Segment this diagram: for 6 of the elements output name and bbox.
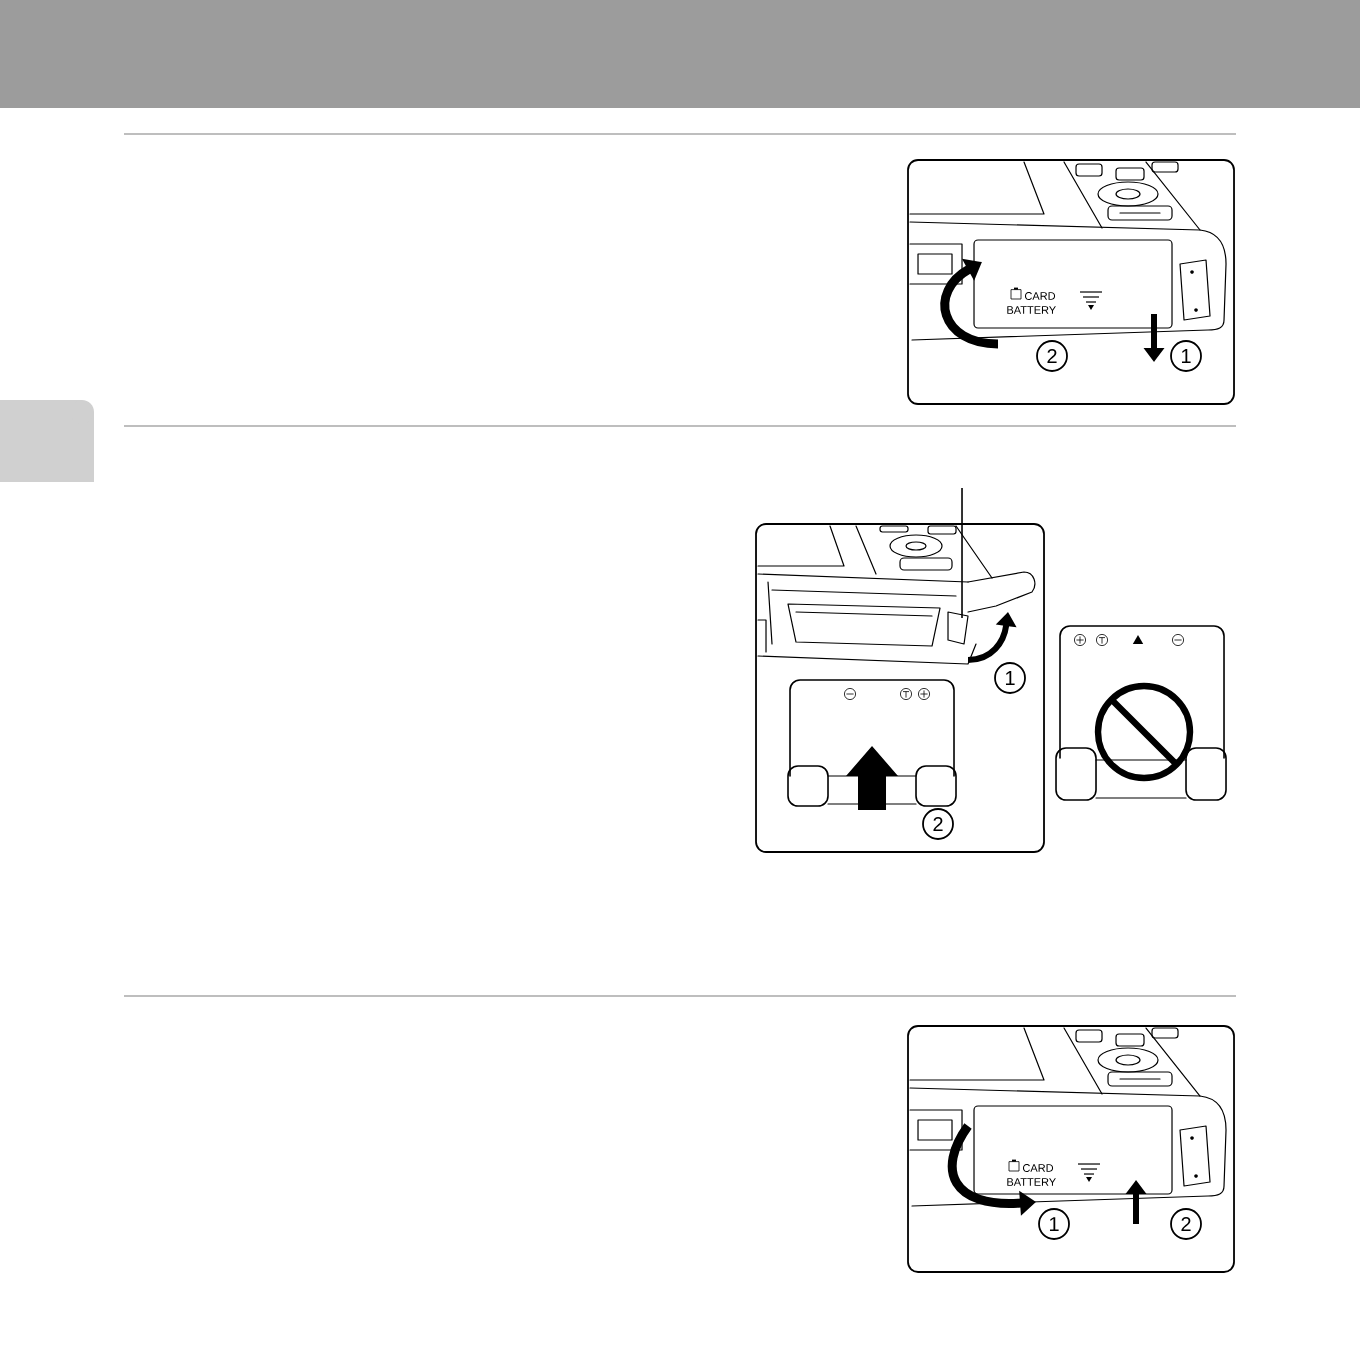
callout-number: 1 (1170, 340, 1202, 372)
callout-number: 1 (1038, 1208, 1070, 1240)
callout-number: 2 (1170, 1208, 1202, 1240)
callout-number: 1 (994, 662, 1026, 694)
callout-number: 2 (922, 808, 954, 840)
callout-number: 2 (1036, 340, 1068, 372)
